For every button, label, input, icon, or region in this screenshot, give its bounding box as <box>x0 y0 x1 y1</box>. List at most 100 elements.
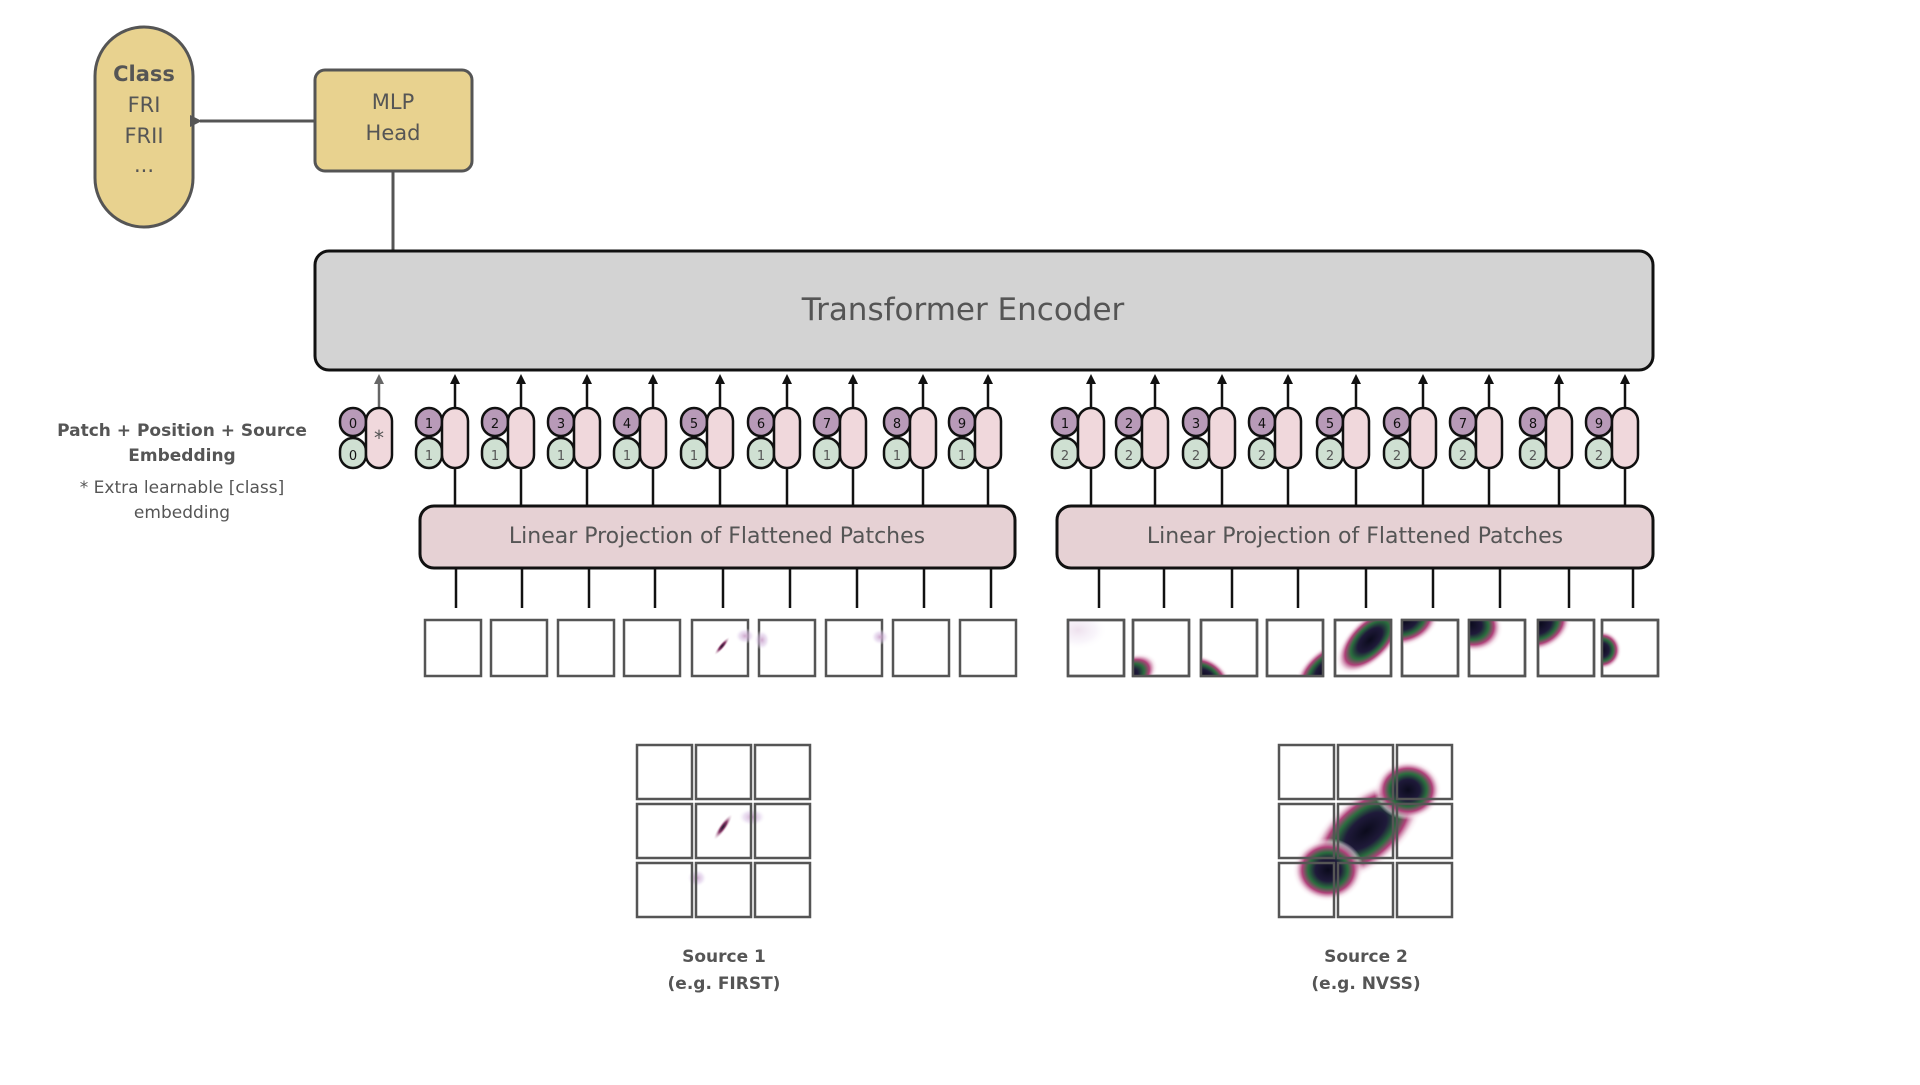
source-2-grid-cell <box>1336 802 1395 860</box>
token-g2-7: 72 <box>1448 374 1504 505</box>
source-2-grid-cell <box>1395 743 1454 801</box>
token-g1-7: 71 <box>812 374 868 505</box>
source-1-grid-cell <box>753 861 812 919</box>
source-1-patch-6 <box>757 618 817 678</box>
class-token-symbol: * <box>374 426 384 450</box>
mlp-head-box: MLP Head <box>313 68 474 173</box>
source-number: 1 <box>557 449 565 464</box>
source-2-name: Source 2 <box>1324 947 1408 967</box>
source-2-patch-3-image <box>1202 654 1232 675</box>
source-number: 2 <box>1459 449 1467 464</box>
source-2-patch-border <box>1265 618 1325 678</box>
embedding-pill <box>838 406 868 470</box>
source-2-patch-border <box>1467 618 1527 678</box>
source-1-patch-3 <box>556 618 616 678</box>
embedding-pill <box>1207 406 1237 470</box>
embedding-pill <box>973 406 1003 470</box>
patch-6-lobe <box>754 630 770 650</box>
token-g1-2: 21 <box>480 374 536 505</box>
embedding-pill <box>1273 406 1303 470</box>
token-g1-9: 91 <box>947 374 1003 505</box>
class-item-fri: FRI <box>128 93 161 117</box>
source-number: 2 <box>1595 449 1603 464</box>
source-number: 2 <box>1125 449 1133 464</box>
legend-embedding-line1: Patch + Position + Source <box>57 421 307 441</box>
mlp-head-line2: Head <box>366 121 421 145</box>
position-number: 1 <box>1061 417 1069 432</box>
source-2-grid-cell <box>1277 802 1336 860</box>
source-number: 2 <box>1192 449 1200 464</box>
token-g2-8: 82 <box>1518 374 1574 505</box>
source-number: 1 <box>823 449 831 464</box>
source-1-grid-cell <box>635 861 694 919</box>
source-2-patch-7-image <box>1470 621 1504 653</box>
class-token-position: 0 <box>349 417 357 432</box>
token-g2-5: 52 <box>1315 374 1371 505</box>
source-2-blob-high <box>1374 760 1442 820</box>
class-token: 0 0 * <box>338 374 394 470</box>
legend-extra-line1: * Extra learnable [class] <box>80 478 285 498</box>
position-number: 6 <box>1393 417 1401 432</box>
embedding-pill <box>506 406 536 470</box>
source-2-grid-cell <box>1395 861 1454 919</box>
source-2-patch-6-image <box>1403 621 1440 648</box>
token-g2-6: 62 <box>1382 374 1438 505</box>
source-1-patch-1 <box>423 618 483 678</box>
source-1-grid-cell <box>753 802 812 860</box>
source-1-survey: (e.g. FIRST) <box>668 974 781 994</box>
source-number: 2 <box>1326 449 1334 464</box>
source-number: 1 <box>958 449 966 464</box>
source-1-grid-cell <box>694 802 753 860</box>
position-number: 2 <box>1125 417 1133 432</box>
source-number: 2 <box>1258 449 1266 464</box>
source-1-grid-cell <box>694 743 753 801</box>
source-1-grid-cell <box>753 743 812 801</box>
source-1-patch-7 <box>824 618 884 678</box>
source-2-patch-5-image <box>1336 621 1390 675</box>
position-number: 4 <box>623 417 631 432</box>
source-1-patch-2 <box>489 618 549 678</box>
position-number: 6 <box>757 417 765 432</box>
embedding-pill <box>1076 406 1106 470</box>
source-number: 2 <box>1393 449 1401 464</box>
source-1-name: Source 1 <box>682 947 766 967</box>
flattened-patches <box>423 568 1660 678</box>
embedding-legend: Patch + Position + Source Embedding * Ex… <box>57 421 307 523</box>
token-g1-1: 11 <box>414 374 470 505</box>
source-1-patch-8 <box>891 618 951 678</box>
embedding-pill <box>638 406 668 470</box>
source-number: 2 <box>1529 449 1537 464</box>
token-g2-1: 12 <box>1050 374 1106 505</box>
patch-7-lobe <box>871 629 889 645</box>
linear-projection-2: Linear Projection of Flattened Patches <box>1055 504 1655 570</box>
embedding-pill <box>1341 406 1371 470</box>
token-g2-3: 32 <box>1181 374 1237 505</box>
token-g1-3: 31 <box>546 374 602 505</box>
source-2-grid-cell <box>1395 802 1454 860</box>
patch-5-lobe <box>735 628 755 644</box>
embedding-pill <box>1610 406 1640 470</box>
source-2-blob-low <box>1292 838 1364 902</box>
source-2-patch-border <box>1066 618 1126 678</box>
source-1-grid-cell <box>635 743 694 801</box>
position-number: 5 <box>690 417 698 432</box>
source-1-grid <box>635 743 812 919</box>
position-number: 8 <box>893 417 901 432</box>
position-number: 9 <box>1595 417 1603 432</box>
mlp-head-line1: MLP <box>372 90 414 114</box>
position-number: 2 <box>491 417 499 432</box>
embedding-pill <box>772 406 802 470</box>
source-number: 1 <box>893 449 901 464</box>
class-item-frii: FRII <box>124 124 163 148</box>
position-number: 7 <box>823 417 831 432</box>
source-1-jet <box>713 813 733 841</box>
source-number: 2 <box>1061 449 1069 464</box>
class-output-box: Class FRI FRII ... <box>93 25 195 229</box>
embedding-pill <box>1474 406 1504 470</box>
position-number: 5 <box>1326 417 1334 432</box>
source-1-patch-4 <box>622 618 682 678</box>
source-2-patch-border <box>1400 618 1460 678</box>
source-2-survey: (e.g. NVSS) <box>1311 974 1420 994</box>
